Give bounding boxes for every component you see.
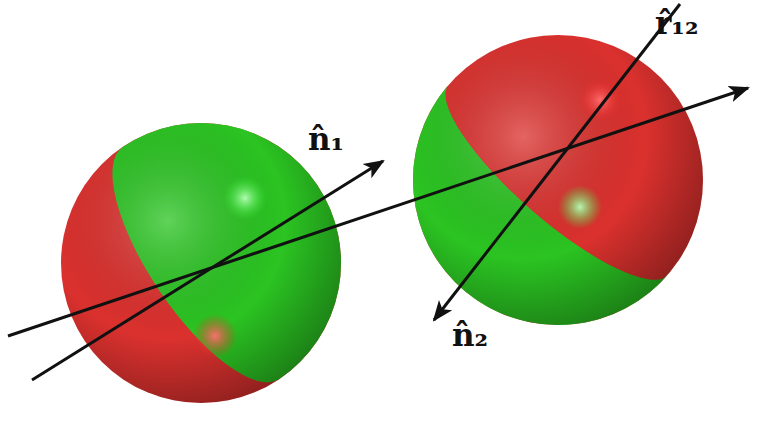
janus-sphere-left [61,69,395,407]
r12-axis [8,88,748,336]
vector-label: r̂₁₂ [655,6,699,40]
n2-axis [434,4,680,320]
vector-label: n̂₂ [452,318,488,352]
vector-label: n̂₁ [308,122,344,156]
janus-sphere-right [353,35,703,385]
n1-axis [32,161,383,380]
